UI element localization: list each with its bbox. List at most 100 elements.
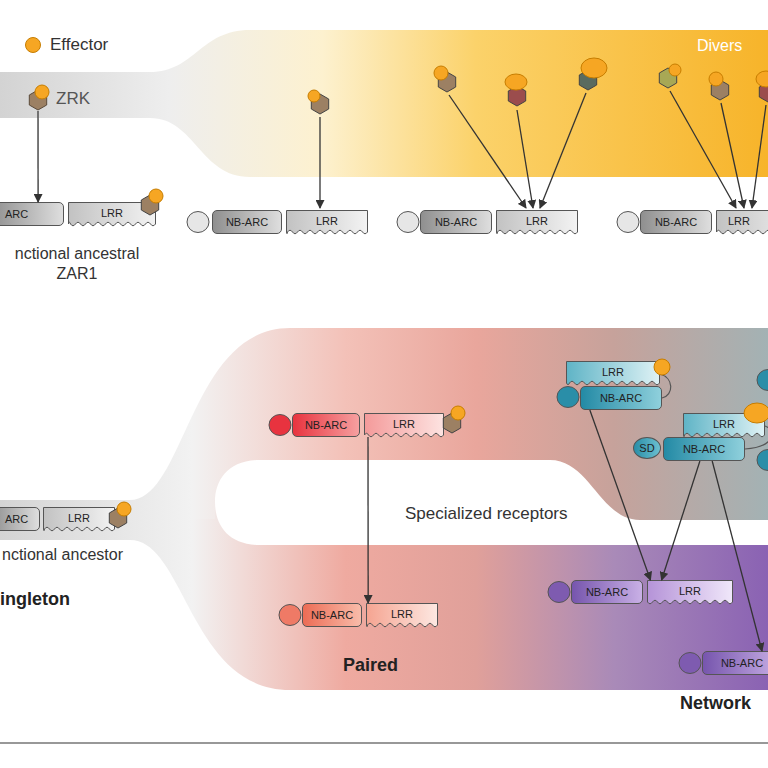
zrk-hexagon	[443, 413, 460, 433]
n-terminal-oval	[397, 212, 419, 233]
connector-arrow	[662, 461, 700, 580]
lrr-shape	[367, 604, 438, 627]
lrr-domain: LRR	[286, 210, 368, 234]
n-terminal-oval	[548, 582, 570, 603]
lrr-domain: LRR	[566, 361, 660, 385]
domain-name: LRR	[366, 603, 438, 625]
lrr-domain: LRR	[647, 580, 733, 604]
bottom-rule	[0, 742, 768, 743]
n-terminal-oval	[187, 212, 209, 233]
connector-arrow	[590, 410, 651, 580]
lrr-shape	[717, 211, 768, 234]
domain-name: NB-ARC	[664, 438, 744, 460]
figure-label: nctional ancestor	[2, 545, 123, 565]
zrk-hexagon	[759, 82, 768, 102]
lrr-shape	[684, 414, 765, 437]
nb-arc-domain: NB-ARC	[640, 210, 712, 234]
nb-arc-domain: ARC	[0, 507, 40, 531]
domain-name: NB-ARC	[703, 652, 768, 674]
zrk-hexagon	[711, 80, 728, 100]
recognition-arrow	[721, 103, 744, 208]
domain-name: NB-ARC	[213, 211, 281, 233]
diversification-band	[0, 30, 768, 177]
domain-name: NB-ARC	[581, 387, 661, 409]
lrr-shape	[44, 508, 115, 531]
lrr-shape	[567, 362, 660, 385]
recognition-arrow	[540, 93, 586, 208]
figure-label: nctional ancestral ZAR1	[2, 244, 152, 284]
n-terminal-oval	[757, 450, 768, 471]
domain-name: ARC	[0, 203, 63, 225]
effector-circle	[117, 502, 131, 516]
zrk-label: ZRK	[56, 89, 90, 109]
domain-name: ARC	[0, 508, 39, 530]
domain-name: SD	[634, 438, 660, 458]
nb-arc-domain: NB-ARC	[292, 413, 360, 437]
lrr-shape	[365, 414, 444, 437]
domain-name: LRR	[364, 413, 444, 435]
domain-name: LRR	[286, 210, 368, 232]
recognition-arrow	[517, 110, 533, 208]
domain-name: NB-ARC	[421, 211, 491, 233]
zrk-icon: ZRK	[26, 89, 50, 111]
effector-circle	[35, 85, 49, 99]
zrk-hexagon	[311, 94, 328, 114]
zrk-hexagon	[579, 70, 596, 90]
n-terminal-oval	[269, 415, 291, 436]
effector-circle	[149, 189, 163, 203]
domain-name: NB-ARC	[293, 414, 359, 436]
recognition-arrow	[670, 91, 736, 208]
recognition-arrow	[752, 105, 766, 208]
nb-arc-domain: NB-ARC	[663, 437, 745, 461]
zrk-hexagon	[438, 72, 455, 92]
paired-upper-branch	[0, 328, 768, 521]
recognition-arrow	[449, 95, 526, 208]
domain-name: LRR	[496, 210, 578, 232]
domain-name: LRR	[716, 210, 768, 232]
nb-arc-domain: ARC	[0, 202, 64, 226]
domain-name: LRR	[683, 413, 765, 435]
figure-label: Paired	[343, 654, 398, 676]
lrr-domain: LRR	[366, 603, 438, 627]
figure-label: Network	[680, 692, 751, 714]
effector-circle	[451, 406, 465, 420]
lrr-shape	[287, 211, 368, 234]
legend-swatch	[25, 37, 41, 53]
effector-circle	[669, 64, 681, 76]
lrr-domain: LRR	[43, 507, 115, 531]
effector-circle	[505, 74, 527, 90]
domain-name: NB-ARC	[641, 211, 711, 233]
n-terminal-oval	[279, 605, 301, 626]
recognition-arrow	[319, 117, 320, 208]
lrr-domain: LRR	[68, 202, 156, 226]
domain-name: LRR	[43, 507, 115, 529]
nb-arc-domain: NB-ARC	[702, 651, 768, 675]
zrk-hexagon	[508, 86, 525, 106]
lrr-domain: LRR	[716, 210, 768, 234]
nb-arc-domain: NB-ARC	[302, 603, 362, 627]
figure-label: Specialized receptors	[405, 503, 568, 524]
lrr-shape	[648, 581, 733, 604]
n-terminal-oval	[757, 370, 768, 391]
effector-circle	[756, 71, 768, 87]
domain-name: LRR	[566, 361, 660, 383]
figure-label: Divers	[697, 36, 742, 56]
domain-name: NB-ARC	[572, 581, 642, 603]
lrr-domain: LRR	[496, 210, 578, 234]
lrr-shape	[69, 203, 156, 226]
nb-arc-domain: NB-ARC	[580, 386, 662, 410]
domain-name: LRR	[647, 580, 733, 602]
nb-arc-domain: NB-ARC	[571, 580, 643, 604]
figure-label: ingleton	[0, 588, 70, 610]
n-terminal-oval	[557, 387, 579, 408]
domain-name: NB-ARC	[303, 604, 361, 626]
lrr-shape	[497, 211, 578, 234]
domain-name: LRR	[68, 202, 156, 224]
lrr-domain: LRR	[364, 413, 444, 437]
zrk-hexagon	[659, 68, 676, 88]
connector-arrow	[367, 437, 368, 603]
network-lower-branch	[0, 502, 768, 690]
